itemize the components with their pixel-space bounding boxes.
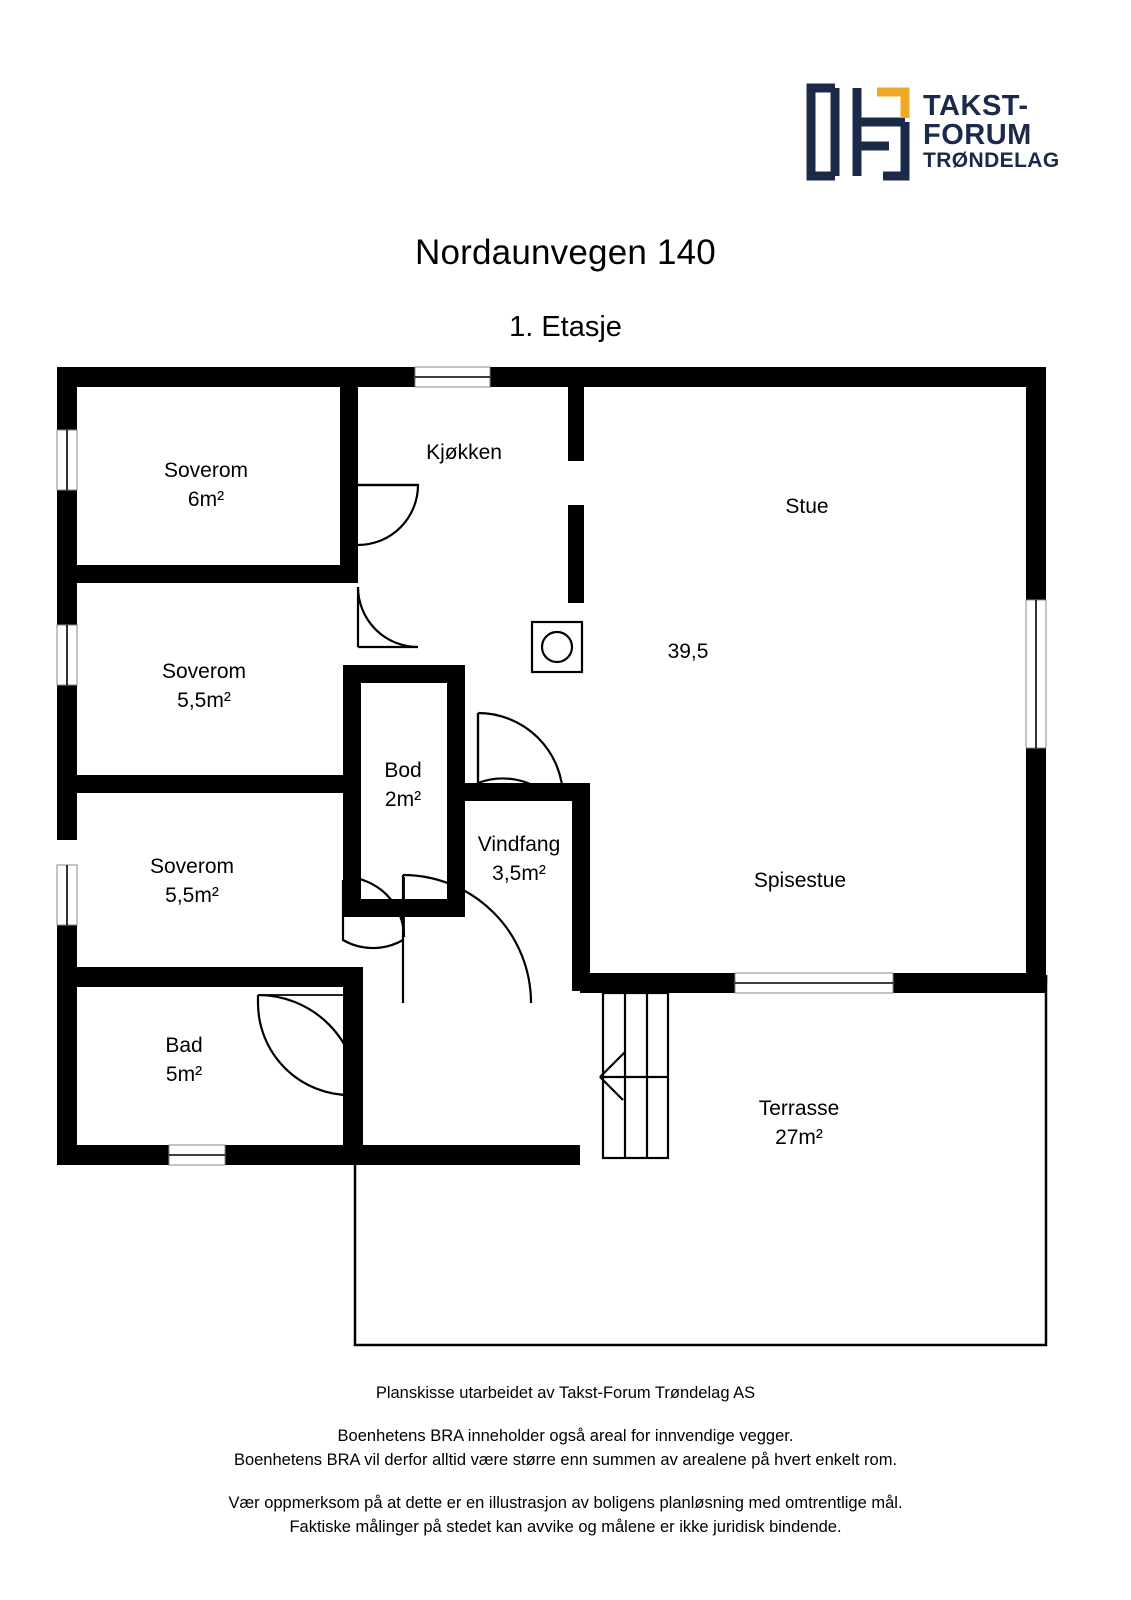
room-label-bad-name: Bad <box>165 1034 202 1057</box>
room-label-stue-area: 39,5 <box>668 640 709 663</box>
room-label-soverom-3-name: Soverom <box>150 855 234 878</box>
footer-paragraph-3: Vær oppmerksom på at dette er en illustr… <box>0 1492 1131 1539</box>
logo-line-forum: FORUM <box>923 118 1032 151</box>
room-label-soverom-2-area: 5,5m² <box>177 689 231 712</box>
page-title: Nordaunvegen 140 <box>415 233 716 272</box>
room-label-stue-name: Stue <box>785 495 828 518</box>
room-label-terrasse-name: Terrasse <box>759 1097 840 1120</box>
room-labels: Soverom 6m² Soverom 5,5m² Soverom 5,5m² … <box>150 441 846 1149</box>
window-right-stue <box>1025 599 1047 749</box>
interior-walls <box>57 367 590 1165</box>
footer-line-4: Vær oppmerksom på at dette er en illustr… <box>228 1494 903 1513</box>
footer-line-5: Faktiske målinger på stedet kan avvike o… <box>289 1517 842 1536</box>
page-subtitle: 1. Etasje <box>509 311 622 343</box>
room-label-soverom-1-name: Soverom <box>164 459 248 482</box>
logo-line-takst: TAKST- <box>923 90 1029 123</box>
takst-forum-logo-icon <box>806 83 910 181</box>
door-swings <box>256 483 565 1097</box>
company-logo: TAKST- FORUM TRØNDELAG <box>805 72 1059 192</box>
window-top-kjokken <box>414 366 491 388</box>
stove-fixture-icon <box>530 620 584 674</box>
window-left-2 <box>56 624 78 686</box>
window-left-1 <box>56 429 78 491</box>
staircase <box>599 991 670 1160</box>
footer-line-3: Boenhetens BRA vil derfor alltid være st… <box>233 1450 898 1469</box>
footer-paragraph-1: Planskisse utarbeidet av Takst-Forum Trø… <box>0 1382 1131 1405</box>
logo-wordmark: TAKST- FORUM TRØNDELAG <box>923 92 1060 171</box>
footer-disclaimer: Planskisse utarbeidet av Takst-Forum Trø… <box>0 1382 1131 1539</box>
exterior-walls <box>57 367 1046 1165</box>
room-label-soverom-3-area: 5,5m² <box>165 884 219 907</box>
room-label-bod-area: 2m² <box>385 788 421 811</box>
windows <box>56 366 1047 1166</box>
room-label-spisestue-name: Spisestue <box>754 869 846 892</box>
room-label-soverom-2-name: Soverom <box>162 660 246 683</box>
room-label-soverom-1-area: 6m² <box>188 488 224 511</box>
room-label-kjokken-name: Kjøkken <box>426 441 502 464</box>
footer-line-1: Planskisse utarbeidet av Takst-Forum Trø… <box>375 1384 756 1402</box>
room-label-vindfang-name: Vindfang <box>478 833 561 856</box>
logo-line-trondelag: TRØNDELAG <box>923 149 1060 173</box>
footer-line-2: Boenhetens BRA inneholder også areal for… <box>337 1427 794 1446</box>
floor-plan-drawing: Soverom 6m² Soverom 5,5m² Soverom 5,5m² … <box>56 366 1048 1347</box>
door-terrace-spisestue <box>734 972 894 994</box>
room-label-bod-name: Bod <box>384 759 421 782</box>
room-label-terrasse-area: 27m² <box>775 1126 823 1149</box>
room-label-bad-area: 5m² <box>166 1063 202 1086</box>
window-bottom-bad <box>168 1144 226 1166</box>
footer-paragraph-2: Boenhetens BRA inneholder også areal for… <box>0 1425 1131 1472</box>
window-left-3 <box>56 864 78 926</box>
room-label-vindfang-area: 3,5m² <box>492 862 546 885</box>
